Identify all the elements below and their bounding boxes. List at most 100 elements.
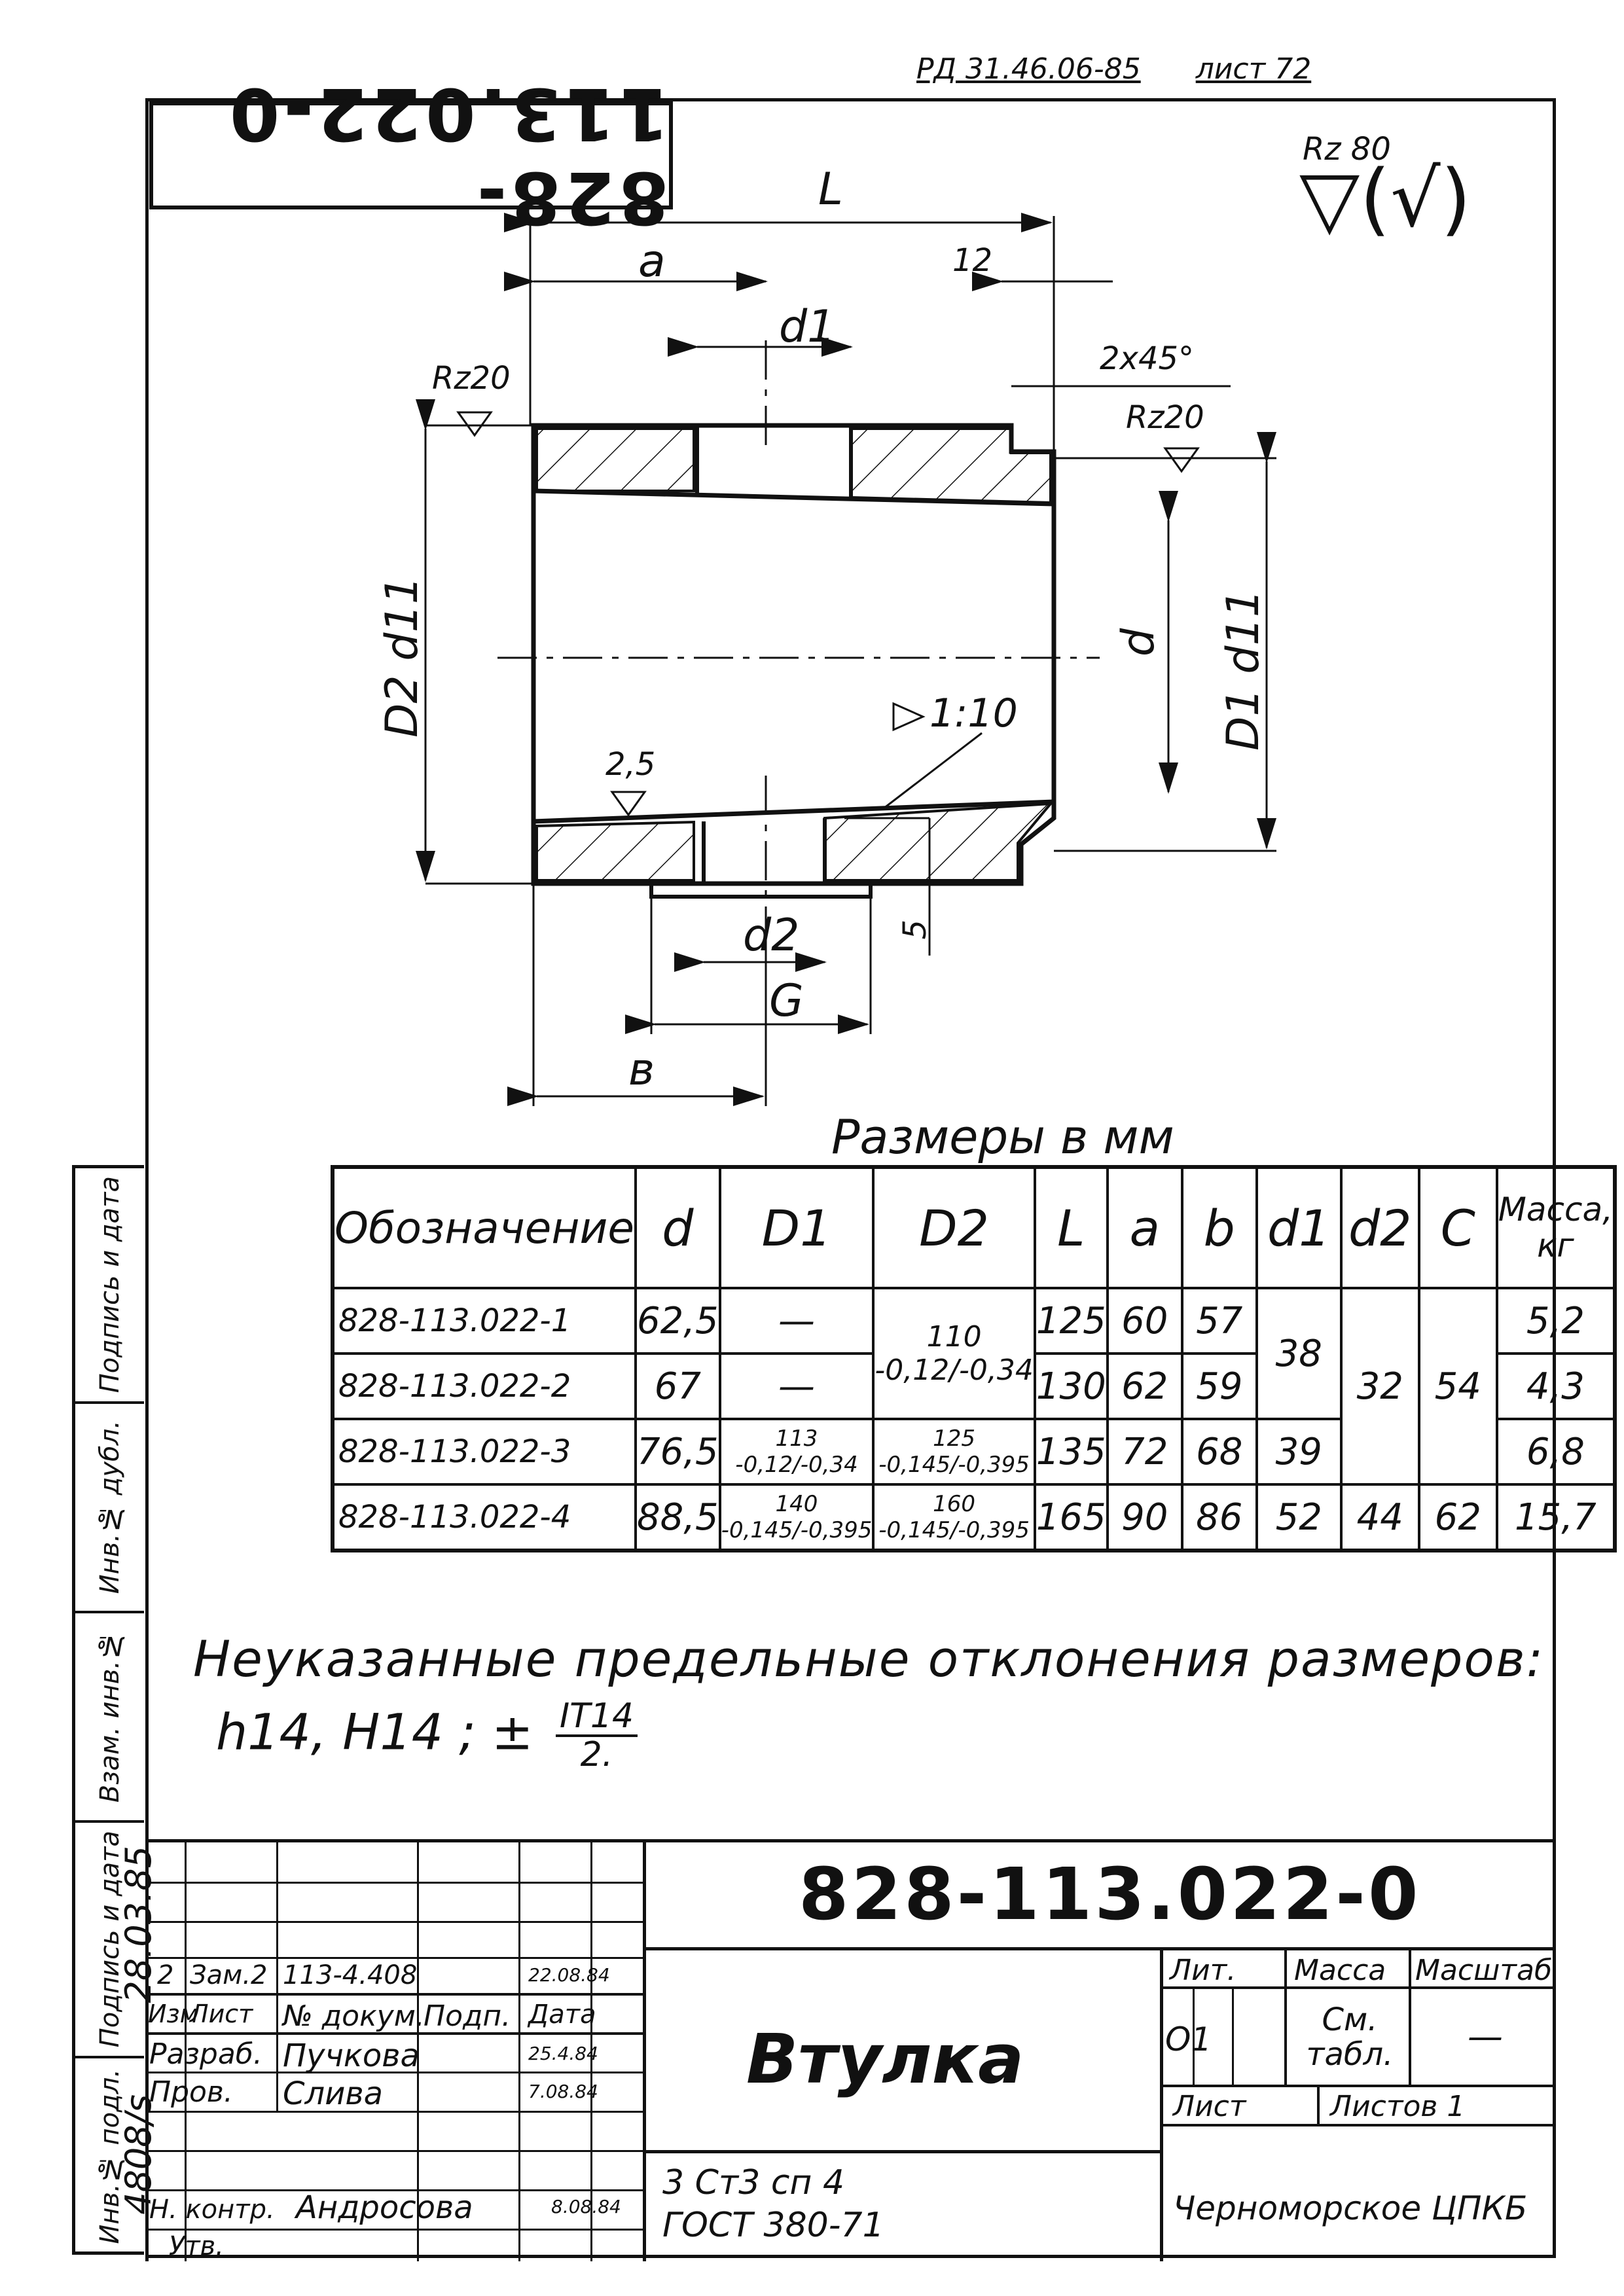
- cell-mass: 6,8: [1495, 1418, 1617, 1486]
- sheets-label: Листов 1: [1330, 2090, 1466, 2123]
- dim-G-label: G: [769, 975, 804, 1027]
- cell-L: 165: [1033, 1483, 1109, 1552]
- cell-a: 62: [1106, 1352, 1183, 1420]
- cell-C-merged: 54: [1417, 1287, 1498, 1486]
- cell-a: 90: [1106, 1483, 1183, 1552]
- scale-value: —: [1468, 2016, 1503, 2057]
- cell-d2: 44: [1339, 1483, 1420, 1552]
- cell-C: 62: [1417, 1483, 1498, 1552]
- col-header-date: Дата: [528, 2000, 596, 2030]
- roughness-25-label: 2,5: [605, 746, 656, 783]
- rotated-stamp: 828-113.022-0: [149, 72, 673, 240]
- rz20-right-label: Rz20: [1126, 399, 1204, 436]
- tolerance-note-line2: h14, H14 ; ± IT14 2.: [216, 1698, 638, 1772]
- cell-mass: 5,2: [1495, 1287, 1617, 1355]
- roughness-triangle-icon: ▽: [1299, 154, 1360, 245]
- col-header-sign: Подп.: [424, 2000, 511, 2033]
- dim-d2-label: d2: [743, 910, 800, 961]
- centerlines: [497, 340, 1100, 916]
- hatching: [535, 427, 1054, 882]
- role-norm-control: Н. контр.: [149, 2195, 275, 2225]
- cell-b: 68: [1180, 1418, 1258, 1486]
- holes: [649, 425, 873, 899]
- sheet-label: Лист: [1173, 2090, 1246, 2123]
- mass-value: См. табл.: [1306, 2001, 1394, 2073]
- sheet-ref-text: лист 72: [1195, 52, 1312, 86]
- doc-reference: РД 31.46.06-85 лист 72: [916, 52, 1357, 86]
- mass-label: Масса: [1294, 1954, 1386, 1987]
- tolerance-note-line1: Неуказанные предельные отклонения размер…: [193, 1630, 1545, 1688]
- header-L: L: [1033, 1166, 1109, 1289]
- cell-d: 76,5: [634, 1418, 721, 1486]
- roughness-symbol: ▽(√): [1299, 160, 1471, 239]
- cell-d2-merged: 32: [1339, 1287, 1420, 1486]
- header-mass: Масса, кг: [1495, 1166, 1617, 1289]
- dim-D1-label: D1 d11: [1218, 589, 1269, 751]
- cell-d1: 52: [1255, 1483, 1343, 1552]
- header-d2: d2: [1339, 1166, 1420, 1289]
- title-doc-number: 828-113.022-0: [799, 1852, 1421, 1936]
- rz20-left-label: Rz20: [432, 360, 511, 397]
- dim-b-label: в: [628, 1044, 655, 1096]
- col-header-docnum: № докум.: [283, 2000, 425, 2033]
- cell-D2-merged: 110 -0,12/-0,34: [872, 1287, 1036, 1420]
- cell-D1: 113 -0,12/-0,34: [718, 1418, 875, 1486]
- date-developer: 25.4.84: [528, 2043, 598, 2064]
- cell-D2: 125 -0,145/-0,395: [872, 1418, 1036, 1486]
- cell-d: 67: [634, 1352, 721, 1420]
- date-norm-control: 8.08.84: [551, 2196, 621, 2217]
- role-checker: Пров.: [149, 2075, 233, 2109]
- change-doc: 113-4.408: [283, 1960, 418, 1990]
- tolerance-note-text: h14, H14 ; ±: [216, 1702, 533, 1761]
- doc-ref-text: РД 31.46.06-85: [916, 52, 1141, 86]
- cell-d1-merged: 38: [1255, 1287, 1343, 1420]
- material-line2: ГОСТ 380-71: [662, 2206, 884, 2245]
- change-date: 22.08.84: [528, 1964, 610, 1986]
- strip-cell-sign-date-2: Подпись и дата: [75, 1823, 144, 2058]
- cell-a: 60: [1106, 1287, 1183, 1355]
- fraction-numerator: IT14: [555, 1698, 638, 1737]
- lit-label: Лит.: [1170, 1954, 1236, 1987]
- cell-L: 130: [1033, 1352, 1109, 1420]
- cell-designation: 828-113.022-2: [331, 1352, 637, 1420]
- name-norm-control: Андросова: [296, 2189, 473, 2226]
- cell-designation: 828-113.022-3: [331, 1418, 637, 1486]
- cell-D1: —: [718, 1352, 875, 1420]
- cell-designation: 828-113.022-1: [331, 1287, 637, 1355]
- table-header-row: Обозначение d D1 D2 L a b d1 d2 C Масса,…: [331, 1166, 1617, 1289]
- lit-value: О1: [1165, 2020, 1212, 2058]
- cell-d1: 39: [1255, 1418, 1343, 1486]
- cell-D1: 140 -0,145/-0,395: [718, 1483, 875, 1552]
- header-d1: d1: [1255, 1166, 1343, 1289]
- sizes-table: Обозначение d D1 D2 L a b d1 d2 C Масса,…: [331, 1165, 1617, 1552]
- table-row: 828-113.022-4 88,5 140 -0,145/-0,395 160…: [331, 1483, 1617, 1552]
- header-D1: D1: [718, 1166, 875, 1289]
- header-b: b: [1180, 1166, 1258, 1289]
- table-caption: Размеры в мм: [831, 1109, 1174, 1164]
- dim-d1-label: d1: [779, 301, 836, 353]
- name-checker: Слива: [283, 2075, 384, 2112]
- cell-d: 88,5: [634, 1483, 721, 1552]
- change-number: 2: [157, 1960, 174, 1990]
- scale-label: Масштаб: [1415, 1954, 1553, 1987]
- part-drawing: [416, 213, 1276, 1106]
- cell-b: 59: [1180, 1352, 1258, 1420]
- header-a: a: [1106, 1166, 1183, 1289]
- material-line1: 3 Ст3 сп 4: [662, 2163, 845, 2202]
- table-row: 828-113.022-3 76,5 113 -0,12/-0,34 125 -…: [331, 1418, 1617, 1486]
- strip-cell-dup-inv: Инв.№ дубл.: [75, 1404, 144, 1613]
- dim-a-label: a: [638, 236, 666, 287]
- roughness-marks: [456, 411, 1200, 817]
- title-block: 2 Зам.2 113-4.408 22.08.84 Изм Лист № до…: [145, 1839, 1556, 2261]
- dim-5-label: 5: [897, 920, 933, 940]
- strip-cell-replaced-inv: Взам. инв.№: [75, 1613, 144, 1823]
- cell-b: 57: [1180, 1287, 1258, 1355]
- tolerance-fraction: IT14 2.: [555, 1698, 638, 1772]
- change-type: Зам.2: [190, 1960, 268, 1990]
- table-row: 828-113.022-2 67 — 130 62 59 4,3: [331, 1352, 1617, 1420]
- cell-designation: 828-113.022-4: [331, 1483, 637, 1552]
- cell-b: 86: [1180, 1483, 1258, 1552]
- date-checker: 7.08.84: [528, 2081, 598, 2102]
- role-developer: Разраб.: [149, 2037, 262, 2071]
- cell-mass: 15,7: [1495, 1483, 1617, 1552]
